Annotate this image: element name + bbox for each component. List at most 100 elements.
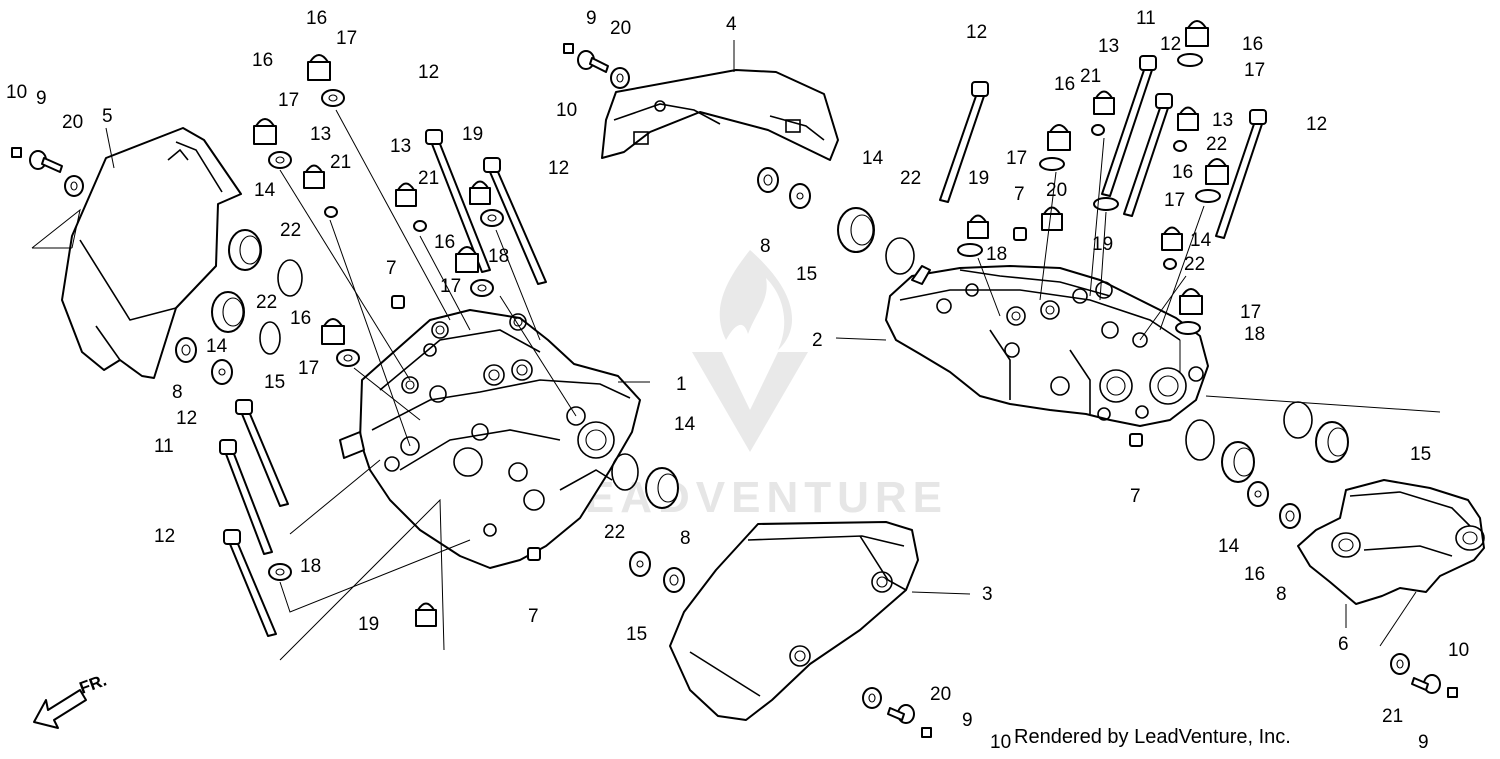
callout-22: 22 <box>280 220 301 241</box>
callout-21: 21 <box>330 152 351 173</box>
nut-13-a <box>303 164 325 189</box>
nut-16-f <box>1185 20 1209 47</box>
part-1-cylinder-head-left <box>339 309 641 569</box>
bolt-12-left-3 <box>235 399 289 507</box>
callout-9: 9 <box>586 8 597 29</box>
callout-16: 16 <box>306 8 327 29</box>
callout-18: 18 <box>986 244 1007 265</box>
washers <box>64 53 1410 709</box>
callout-1: 1 <box>676 374 687 395</box>
callout-20: 21 <box>1382 706 1403 727</box>
callout-9: 9 <box>962 710 973 731</box>
callout-21: 21 <box>418 168 439 189</box>
callout-15: 15 <box>626 624 647 645</box>
bolt-11-left <box>219 439 273 555</box>
callout-19: 20 <box>1046 180 1067 201</box>
callout-16: 16 <box>1172 162 1193 183</box>
nut-16-c <box>455 246 479 273</box>
callout-19: 19 <box>358 614 379 635</box>
callout-12: 12 <box>966 22 987 43</box>
nut-13-d <box>1177 106 1199 131</box>
dowels-7 <box>391 227 1143 561</box>
callout-3: 3 <box>982 584 993 605</box>
callout-15: 15 <box>796 264 817 285</box>
callout-13: 13 <box>1212 110 1233 131</box>
callout-19: 19 <box>462 124 483 145</box>
callout-10: 10 <box>556 100 577 121</box>
callout-17: 17 <box>440 276 461 297</box>
bolt-12-left-2 <box>483 157 547 285</box>
bolt-12-left-4 <box>223 529 277 637</box>
callout-10: 10 <box>990 732 1011 753</box>
part-6-cover-right <box>1297 479 1485 605</box>
callout-10: 10 <box>1448 640 1469 661</box>
callout-15: 15 <box>264 372 285 393</box>
callout-7: 7 <box>528 606 539 627</box>
callout-16: 16 <box>252 50 273 71</box>
callout-8: 8 <box>172 382 183 403</box>
callout-14: 15 <box>1410 444 1431 465</box>
part-3-cover-bottom <box>669 521 919 721</box>
part-2-cylinder-head-right <box>885 265 1209 427</box>
o-rings-22 <box>259 237 1313 491</box>
screws-9-10 <box>11 43 1458 738</box>
callout-14: 14 <box>254 180 276 201</box>
nut-13-b <box>395 182 417 207</box>
caps-14 <box>211 207 1349 509</box>
callout-16: 16 <box>1242 34 1263 55</box>
callout-20: 20 <box>62 112 83 133</box>
nut-16-a <box>307 54 331 81</box>
callout-12: 12 <box>1306 114 1327 135</box>
callout-17: 17 <box>278 90 299 111</box>
callout-4: 4 <box>726 14 737 35</box>
callout-7: 7 <box>1014 184 1025 205</box>
callout-labels: 1 2 3 4 5 6 7 7 7 7 8 8 8 8 9 9 9 9 10 1… <box>6 8 1469 753</box>
nut-16-g <box>1205 158 1229 185</box>
callout-12: 12 <box>1160 34 1181 55</box>
nut-19-b <box>415 602 437 627</box>
callout-12: 12 <box>548 158 569 179</box>
callout-7: 7 <box>386 258 397 279</box>
callout-17: 17 <box>336 28 357 49</box>
nut-16-h <box>1179 288 1203 315</box>
watermark-text: LEADVENTURE <box>552 473 948 522</box>
callout-7: 7 <box>1130 486 1141 507</box>
front-direction-label: FR. <box>77 671 109 698</box>
nut-19-c <box>967 214 989 239</box>
callout-11: 11 <box>154 436 174 457</box>
nut-16-e <box>1047 124 1071 151</box>
callout-12: 12 <box>418 62 439 83</box>
callout-14: 14 <box>1218 536 1240 557</box>
callout-6: 6 <box>1338 634 1349 655</box>
callout-14: 14 <box>674 414 696 435</box>
callout-18: 18 <box>300 556 321 577</box>
callout-18: 18 <box>488 246 509 267</box>
callout-12: 12 <box>176 408 197 429</box>
nut-16-d <box>321 318 345 345</box>
callout-19: 19 <box>968 168 989 189</box>
nut-16-b <box>253 118 277 145</box>
callout-17: 17 <box>298 358 319 379</box>
callout-12: 12 <box>154 526 175 547</box>
watermark-logo: LEADVENTURE <box>552 250 948 522</box>
callout-11: 11 <box>1136 8 1156 29</box>
leader-lines <box>31 40 1441 661</box>
callout-22: 22 <box>256 292 277 313</box>
callout-13: 14 <box>1190 230 1212 251</box>
front-direction-arrow-icon: FR. <box>33 671 109 729</box>
callout-20: 20 <box>930 684 951 705</box>
gears-8 <box>175 167 1301 593</box>
callout-15: 16 <box>1244 564 1265 585</box>
bolt-12-right-1 <box>939 81 989 203</box>
callout-10: 10 <box>6 82 27 103</box>
callout-13: 13 <box>1098 36 1119 57</box>
callout-14: 14 <box>862 148 884 169</box>
bolt-11-right <box>1101 55 1157 197</box>
callout-8: 8 <box>680 528 691 549</box>
part-5-cover-left <box>61 127 242 379</box>
callout-16: 17 <box>1240 302 1261 323</box>
callout-16: 16 <box>1054 74 1075 95</box>
callout-22: 22 <box>900 168 921 189</box>
nut-13-e <box>1161 226 1183 251</box>
